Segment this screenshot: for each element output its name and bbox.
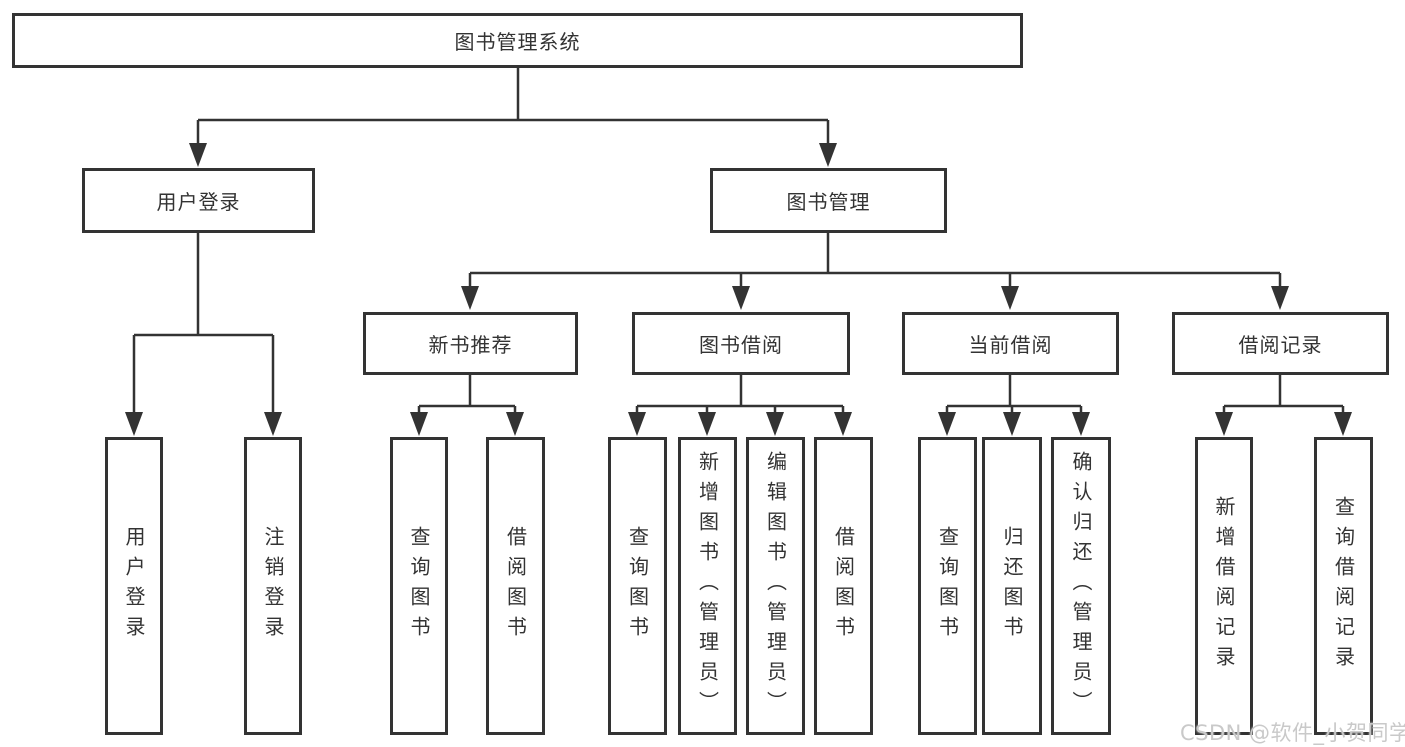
node-borrow-books: 借阅图书 [486,437,545,735]
node-book-borrowing: 图书借阅 [632,312,850,375]
node-label: 确认归还（管理员） [1069,451,1093,721]
node-label: 图书借阅 [699,333,783,357]
node-edit-book-admin: 编辑图书（管理员） [746,437,805,735]
node-label: 新增借阅记录 [1212,496,1236,676]
node-user-login: 用户登录 [82,168,315,233]
node-query-books: 查询图书 [918,437,977,735]
node-label: 用户登录 [156,190,241,214]
node-current-borrowing: 当前借阅 [902,312,1119,375]
node-add-book-admin: 新增图书（管理员） [678,437,737,735]
node-label: 借阅记录 [1238,333,1323,357]
node-leaf-logout: 注销登录 [244,437,302,735]
watermark: CSDN @软件_小贺同学 [1180,721,1405,745]
node-borrowing-records: 借阅记录 [1172,312,1389,375]
node-borrow-books: 借阅图书 [814,437,873,735]
node-label: 当前借阅 [968,333,1053,357]
node-query-borrow-record: 查询借阅记录 [1314,437,1373,735]
node-label: 归还图书 [1000,526,1024,646]
node-label: 借阅图书 [831,526,856,646]
node-label: 新书推荐 [428,333,513,357]
node-label: 查询图书 [625,526,650,646]
node-confirm-return-admin: 确认归还（管理员） [1051,437,1111,735]
node-label: 查询图书 [407,526,431,646]
node-label: 编辑图书（管理员） [763,451,788,721]
node-return-books: 归还图书 [982,437,1042,735]
node-label: 新增图书（管理员） [695,451,720,721]
node-label: 图书管理 [786,190,871,214]
node-label: 用户登录 [122,526,146,646]
node-new-book-recommendation: 新书推荐 [363,312,578,375]
node-query-books: 查询图书 [390,437,448,735]
node-leaf-user-login: 用户登录 [105,437,163,735]
node-label: 查询借阅记录 [1331,496,1356,676]
node-label: 图书管理系统 [454,30,581,54]
node-label: 注销登录 [261,526,285,646]
node-label: 借阅图书 [503,526,528,646]
node-library-management-system: 图书管理系统 [12,13,1023,68]
node-query-books: 查询图书 [608,437,667,735]
node-add-borrow-record: 新增借阅记录 [1195,437,1253,735]
node-label: 查询图书 [935,526,960,646]
node-book-management: 图书管理 [710,168,947,233]
